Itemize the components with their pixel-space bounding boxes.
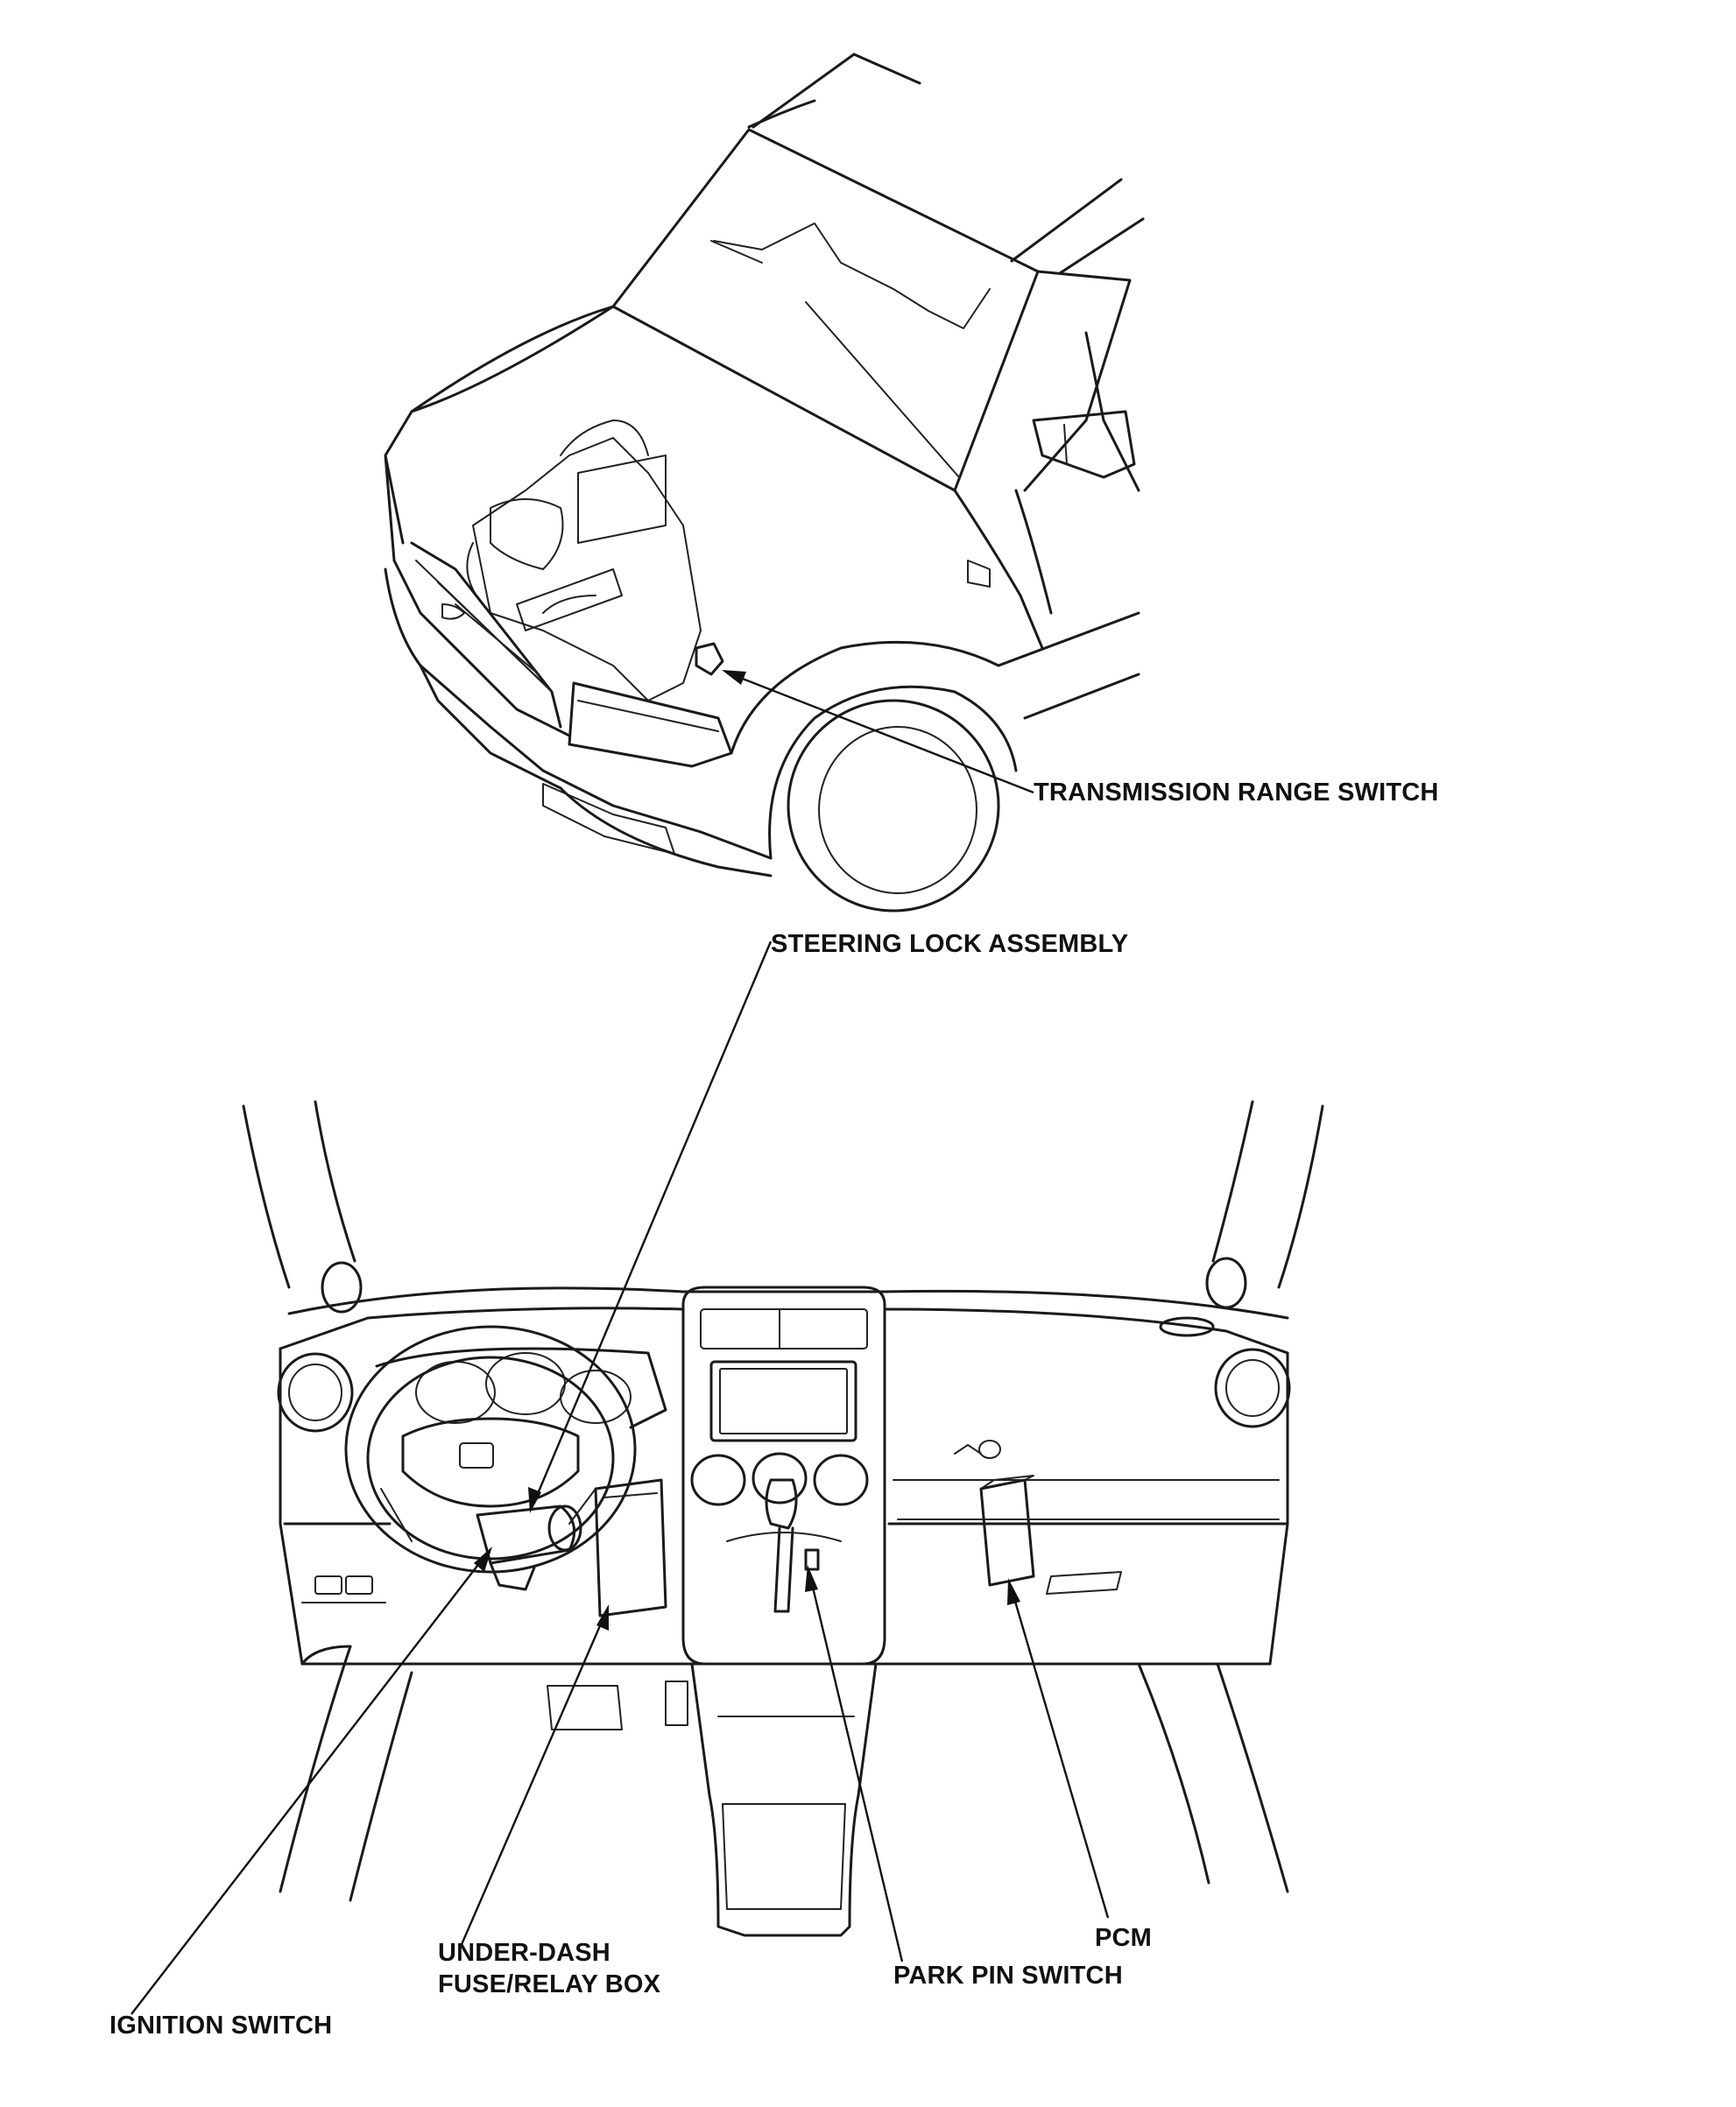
under-dash-fuse-box-leader: [458, 1604, 609, 1949]
park-pin-switch-label: PARK PIN SWITCH: [893, 1962, 1123, 1990]
dashboard-illustration: [242, 1100, 1324, 1937]
transmission-range-switch-label: TRANSMISSION RANGE SWITCH: [1034, 779, 1439, 807]
transmission-range-switch-leader: [722, 670, 1034, 794]
vehicle-exterior-illustration: [384, 53, 1145, 913]
under-dash-label-line2: FUSE/RELAY BOX: [438, 1970, 661, 1998]
ignition-switch-label: IGNITION SWITCH: [109, 2012, 333, 2040]
park-pin-switch-leader: [805, 1565, 904, 1963]
steering-lock-assembly-label: STEERING LOCK ASSEMBLY: [771, 930, 1129, 958]
steering-lock-assembly-leader: [528, 941, 773, 1513]
ignition-switch-leader: [131, 1547, 492, 2015]
under-dash-fuse-relay-box-label: UNDER-DASH FUSE/RELAY BOX: [438, 1937, 660, 2000]
pcm-label: PCM: [1095, 1924, 1153, 1952]
under-dash-label-line1: UNDER-DASH: [438, 1939, 610, 1967]
pcm-leader: [1007, 1578, 1110, 1919]
